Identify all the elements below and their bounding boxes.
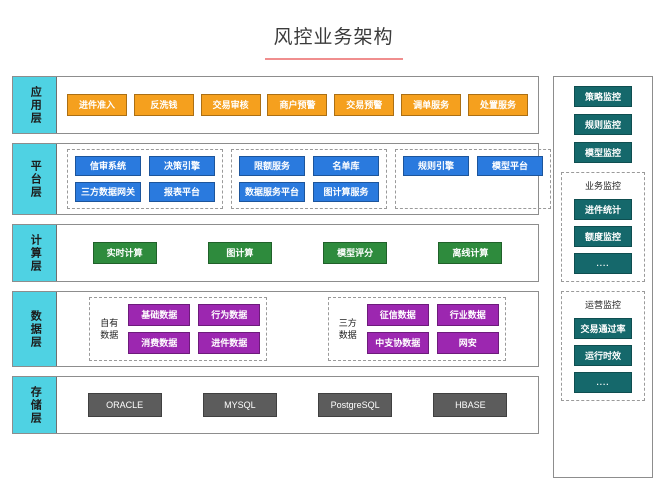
app-node[interactable]: 交易审核 [200, 94, 261, 116]
monitoring-group-operations: 运营监控 交易通过率 运行时效 .... [561, 291, 645, 401]
layer-label-application: 应用层 [13, 77, 57, 133]
platform-group-row: 数据服务平台 图计算服务 [239, 182, 379, 202]
app-node[interactable]: 调单服务 [401, 94, 462, 116]
app-node[interactable]: 进件准入 [67, 94, 127, 116]
layer-label-text: 应用层 [29, 85, 42, 125]
data-node[interactable]: 征信数据 [366, 304, 429, 326]
data-node[interactable]: 进件数据 [198, 332, 261, 354]
platform-node[interactable]: 三方数据网关 [75, 182, 141, 202]
monitoring-group-title: 运营监控 [584, 300, 621, 310]
monitoring-group-business: 业务监控 进件统计 额度监控 .... [561, 172, 645, 282]
monitoring-node-more[interactable]: .... [574, 253, 632, 274]
monitoring-node-more[interactable]: .... [574, 372, 632, 393]
layer-label-data: 数据层 [13, 292, 57, 366]
data-group-thirdparty: 三方数据 征信数据 行业数据 中支协数据 网安 [327, 297, 506, 361]
layer-label-compute: 计算层 [13, 225, 57, 281]
app-node[interactable]: 反洗钱 [133, 94, 194, 116]
data-node[interactable]: 行为数据 [198, 304, 261, 326]
compute-node[interactable]: 离线计算 [438, 242, 503, 264]
platform-node[interactable]: 报表平台 [149, 182, 215, 202]
monitoring-node-model[interactable]: 模型监控 [574, 142, 632, 163]
platform-group-row: 三方数据网关 报表平台 [75, 182, 215, 202]
layer-body-compute: 实时计算 图计算 模型评分 离线计算 [57, 225, 538, 281]
monitoring-node-strategy[interactable]: 策略监控 [574, 86, 632, 107]
platform-group-row: 信审系统 决策引擎 [75, 156, 215, 176]
monitoring-node[interactable]: 运行时效 [574, 345, 632, 366]
monitoring-node-rule[interactable]: 规则监控 [574, 114, 632, 135]
compute-node[interactable]: 图计算 [207, 242, 272, 264]
layer-body-storage: ORACLE MYSQL PostgreSQL HBASE [57, 377, 538, 433]
data-group-row: 中支协数据 网安 [366, 332, 499, 354]
app-node[interactable]: 商户预警 [267, 94, 328, 116]
page-title: 风控业务架构 [273, 27, 394, 48]
layer-body-data: 自有数据 基础数据 行为数据 消费数据 进件数据 三方数据 [57, 292, 538, 366]
platform-node[interactable]: 图计算服务 [313, 182, 379, 202]
title-underline [264, 58, 403, 60]
platform-node[interactable]: 规则引擎 [403, 156, 469, 176]
data-group-row: 基础数据 行为数据 [128, 304, 261, 326]
data-node[interactable]: 中支协数据 [366, 332, 429, 354]
layer-data: 数据层 自有数据 基础数据 行为数据 消费数据 进件数据 [12, 291, 539, 367]
compute-node[interactable]: 模型评分 [323, 242, 388, 264]
platform-group-row: 规则引擎 模型平台 [403, 156, 543, 176]
platform-node[interactable]: 数据服务平台 [239, 182, 305, 202]
layer-label-platform: 平台层 [13, 144, 57, 214]
compute-node[interactable]: 实时计算 [92, 242, 157, 264]
layer-label-text: 数据层 [29, 309, 42, 349]
layer-label-text: 平台层 [29, 159, 42, 199]
monitoring-node[interactable]: 额度监控 [574, 226, 632, 247]
data-group-grid: 征信数据 行业数据 中支协数据 网安 [366, 304, 499, 354]
layer-body-application: 进件准入 反洗钱 交易审核 商户预警 交易预警 调单服务 处置服务 [57, 77, 538, 133]
storage-node[interactable]: ORACLE [87, 393, 162, 417]
layer-application: 应用层 进件准入 反洗钱 交易审核 商户预警 交易预警 调单服务 处置服务 [12, 76, 539, 134]
data-group-own: 自有数据 基础数据 行为数据 消费数据 进件数据 [89, 297, 268, 361]
layer-platform: 平台层 信审系统 决策引擎 三方数据网关 报表平台 限额服务 [12, 143, 551, 215]
page-title-wrap: 风控业务架构 [0, 22, 667, 60]
layer-label-text: 存储层 [29, 385, 42, 425]
data-node[interactable]: 行业数据 [436, 304, 499, 326]
platform-group-3: 规则引擎 模型平台 [395, 149, 551, 209]
data-group-row: 消费数据 进件数据 [128, 332, 261, 354]
app-node[interactable]: 交易预警 [334, 94, 395, 116]
platform-node[interactable]: 信审系统 [75, 156, 141, 176]
storage-node[interactable]: MYSQL [202, 393, 277, 417]
data-group-row: 征信数据 行业数据 [366, 304, 499, 326]
layer-label-text: 计算层 [29, 233, 42, 273]
data-group-grid: 基础数据 行为数据 消费数据 进件数据 [128, 304, 261, 354]
layer-stack: 应用层 进件准入 反洗钱 交易审核 商户预警 交易预警 调单服务 处置服务 平台… [12, 76, 551, 443]
monitoring-panel: 策略监控 规则监控 模型监控 业务监控 进件统计 额度监控 .... 运营监控 … [553, 76, 653, 478]
layer-compute: 计算层 实时计算 图计算 模型评分 离线计算 [12, 224, 539, 282]
monitoring-node[interactable]: 交易通过率 [574, 318, 632, 339]
data-node[interactable]: 基础数据 [128, 304, 191, 326]
platform-node[interactable]: 名单库 [313, 156, 379, 176]
storage-node[interactable]: HBASE [433, 393, 508, 417]
app-node[interactable]: 处置服务 [467, 94, 528, 116]
platform-node[interactable]: 决策引擎 [149, 156, 215, 176]
layer-storage: 存储层 ORACLE MYSQL PostgreSQL HBASE [12, 376, 539, 434]
platform-group-1: 信审系统 决策引擎 三方数据网关 报表平台 [67, 149, 223, 209]
platform-node[interactable]: 模型平台 [477, 156, 543, 176]
data-group-label: 三方数据 [338, 317, 357, 340]
layer-label-storage: 存储层 [13, 377, 57, 433]
monitoring-node[interactable]: 进件统计 [574, 199, 632, 220]
platform-group-2: 限额服务 名单库 数据服务平台 图计算服务 [231, 149, 387, 209]
monitoring-group-title: 业务监控 [584, 181, 621, 191]
platform-node[interactable]: 限额服务 [239, 156, 305, 176]
storage-node[interactable]: PostgreSQL [318, 393, 393, 417]
data-node[interactable]: 消费数据 [128, 332, 191, 354]
data-group-label: 自有数据 [100, 317, 119, 340]
layer-body-platform: 信审系统 决策引擎 三方数据网关 报表平台 限额服务 名单库 数据服务平台 [57, 144, 561, 214]
data-node[interactable]: 网安 [436, 332, 499, 354]
platform-group-row: 限额服务 名单库 [239, 156, 379, 176]
